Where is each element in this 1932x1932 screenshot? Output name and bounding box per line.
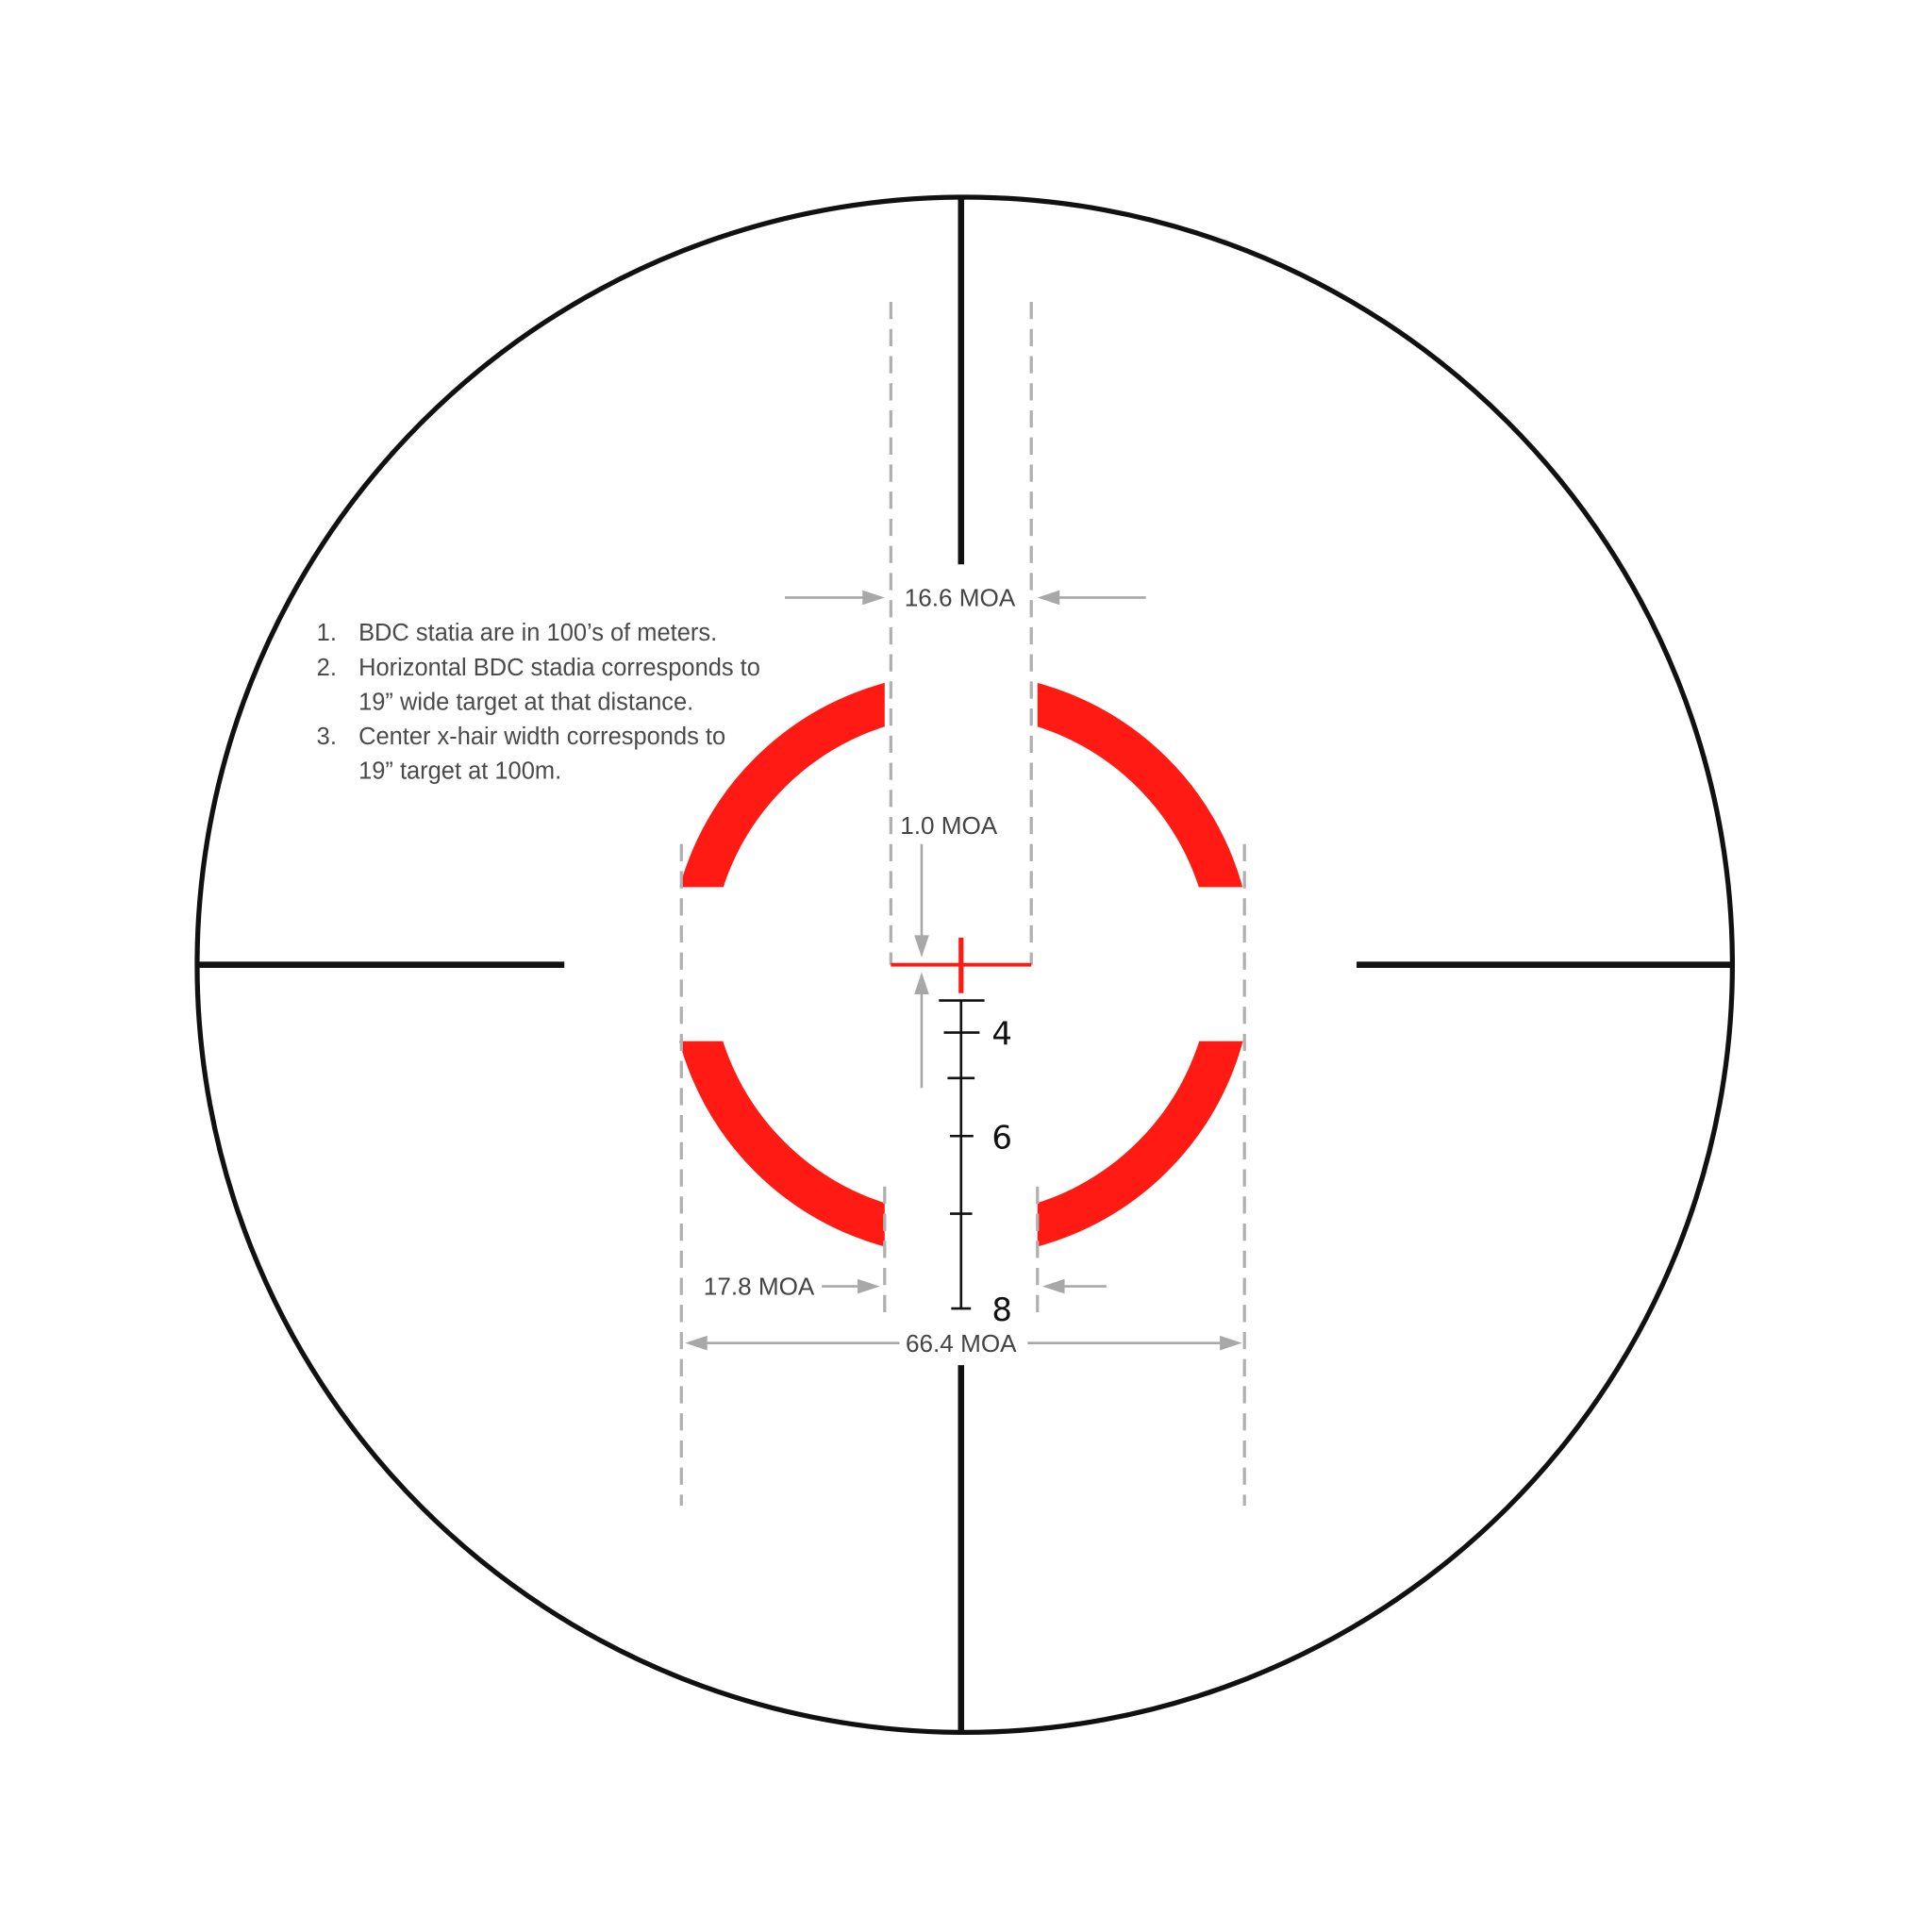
- center-gap-label: 16.6 MOA: [905, 584, 1016, 612]
- note-text: BDC statia are in 100’s of meters.: [358, 620, 717, 646]
- note-text: Horizontal BDC stadia corresponds to: [358, 655, 760, 681]
- note-text: 19” target at 100m.: [358, 758, 561, 784]
- illuminated-ring: [665, 653, 1270, 1282]
- bdc-label-8: 8: [991, 1291, 1012, 1329]
- crosshair-thickness-label: 1.0 MOA: [900, 811, 998, 840]
- ring-diameter-label: 66.4 MOA: [906, 1329, 1017, 1357]
- dimension-ring-gap: 17.8 MOA: [704, 1273, 1107, 1301]
- note-number: 1.: [317, 620, 337, 646]
- dimension-center-gap: 16.6 MOA: [784, 584, 1146, 612]
- bdc-ladder: [939, 999, 985, 1310]
- dimension-crosshair-thickness: 1.0 MOA: [900, 811, 998, 1089]
- note-text: Center x-hair width corresponds to: [358, 724, 725, 750]
- notes-list: 1. BDC statia are in 100’s of meters. 2.…: [317, 620, 760, 784]
- bdc-label-4: 4: [991, 1016, 1012, 1054]
- dimension-ring-diameter: 66.4 MOA: [685, 1329, 1242, 1357]
- note-text: 19” wide target at that distance.: [358, 689, 693, 715]
- note-number: 2.: [317, 655, 337, 681]
- note-number: 3.: [317, 724, 337, 750]
- bdc-label-6: 6: [991, 1119, 1012, 1157]
- ring-gap-label: 17.8 MOA: [704, 1273, 815, 1301]
